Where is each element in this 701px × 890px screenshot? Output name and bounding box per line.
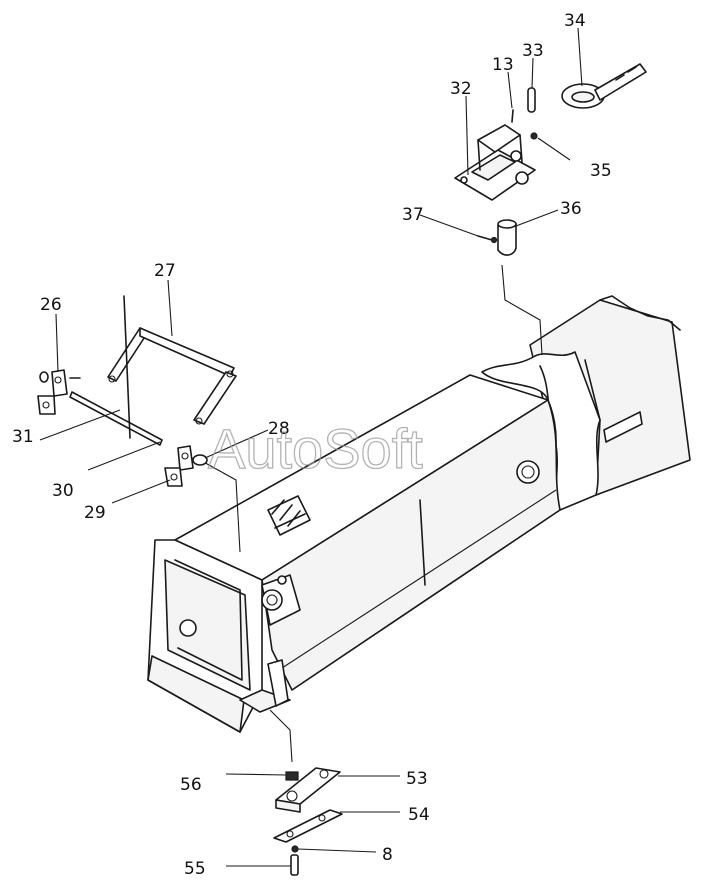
callout-30: 30 — [52, 481, 74, 501]
callout-13: 13 — [492, 55, 514, 75]
bracket-32 — [454, 124, 536, 201]
washer-8 — [291, 845, 299, 853]
watermark: AutoSoft — [208, 417, 423, 480]
boom-section — [147, 295, 691, 733]
rod-31 — [69, 391, 163, 446]
callout-31: 31 — [12, 427, 34, 447]
bolt-55 — [290, 854, 299, 876]
pin-33 — [527, 87, 536, 113]
plate-26 — [37, 369, 81, 415]
callout-54: 54 — [408, 805, 430, 825]
pin-36 — [497, 219, 517, 256]
callout-56: 56 — [180, 775, 202, 795]
nut-56 — [285, 771, 299, 781]
callout-36: 36 — [560, 199, 582, 219]
cotter-37 — [477, 235, 498, 244]
callout-26: 26 — [40, 295, 62, 315]
callout-leaders — [39, 27, 583, 867]
callout-53: 53 — [406, 769, 428, 789]
callout-8: 8 — [382, 845, 393, 865]
callout-labels: 34 33 13 32 35 37 36 27 26 28 31 30 29 5… — [12, 11, 612, 879]
block-53 — [275, 767, 341, 813]
callout-33: 33 — [522, 41, 544, 61]
callout-29: 29 — [84, 503, 106, 523]
callout-55: 55 — [184, 859, 206, 879]
guide-lines — [199, 264, 543, 763]
lifting-eye-34 — [561, 63, 647, 109]
plate-29 — [164, 445, 194, 487]
ring-28 — [192, 454, 208, 466]
bolt-13 — [511, 109, 514, 123]
callout-34: 34 — [564, 11, 586, 31]
callout-37: 37 — [402, 205, 424, 225]
callout-28: 28 — [268, 419, 290, 439]
dot-35 — [530, 132, 571, 161]
callout-35: 35 — [590, 161, 612, 181]
rod-30 — [123, 295, 131, 439]
callout-32: 32 — [450, 79, 472, 99]
link-27 — [107, 327, 237, 425]
plate-54 — [273, 809, 343, 843]
callout-27: 27 — [154, 261, 176, 281]
